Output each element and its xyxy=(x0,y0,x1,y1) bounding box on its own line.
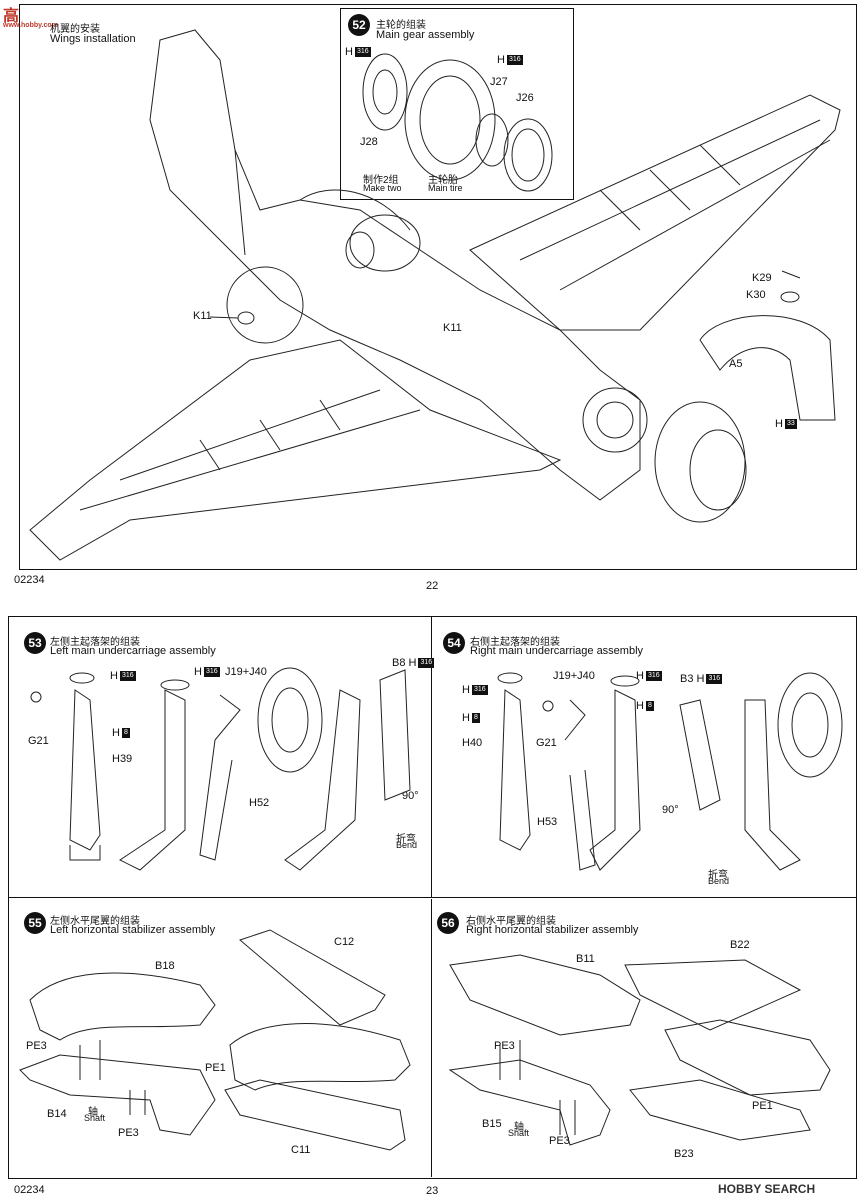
s56-shaft-en: Shaft xyxy=(508,1128,530,1138)
s55-pe3-a: PE3 xyxy=(26,1040,47,1052)
s56-b15: B15 xyxy=(482,1118,502,1130)
step55-illustration xyxy=(19,929,411,1151)
s55-b18: B18 xyxy=(155,960,175,972)
page23-code: 02234 xyxy=(14,1184,45,1196)
aircraft-fuselage-illustration xyxy=(149,29,641,501)
label-j26: J26 xyxy=(516,92,534,104)
s56-pe3-a: PE3 xyxy=(494,1040,515,1052)
left-wing-illustration xyxy=(29,339,562,561)
page22-number: 22 xyxy=(426,580,439,592)
s53-deg: 90° xyxy=(402,790,419,802)
step53-illustration xyxy=(30,667,411,871)
s54-j19-j40: J19+J40 xyxy=(553,670,595,682)
step-55-title-en: Left horizontal stabilizer assembly xyxy=(50,924,216,936)
step-53-badge: 53 xyxy=(24,632,46,654)
make-two-en: Make two xyxy=(363,183,402,193)
s54-bend-en: Bend xyxy=(708,876,730,886)
step56-illustration xyxy=(448,954,831,1146)
s54-bend-zh: 折弯 xyxy=(708,870,728,881)
step-56-badge: 56 xyxy=(437,912,459,934)
label-k11-a: K11 xyxy=(193,310,212,322)
s53-j19-j40: J19+J40 xyxy=(225,666,267,678)
label-j27: J27 xyxy=(490,76,508,88)
step-54-title-en: Right main undercarriage assembly xyxy=(470,645,644,657)
s55-c12: C12 xyxy=(334,936,355,948)
s55-c11: C11 xyxy=(291,1144,311,1156)
main-tire-zh: 主轮胎 xyxy=(428,175,458,186)
s55-b14: B14 xyxy=(47,1108,67,1120)
watermark-logo: 高 xyxy=(3,8,20,25)
wings-title-zh: 机翼的安装 xyxy=(50,24,100,35)
watermark-site: www.hobby.com xyxy=(3,22,58,29)
divider-horizontal xyxy=(8,897,856,898)
step-55-title-zh: 左侧水平尾翼的组装 xyxy=(50,916,140,927)
s55-pe3-b: PE3 xyxy=(118,1127,139,1139)
divider-vertical xyxy=(431,616,432,897)
cowl-part-illustration xyxy=(699,270,836,421)
s56-pe1: PE1 xyxy=(752,1100,773,1112)
s56-b22: B22 xyxy=(730,939,750,951)
s54-g21: G21 xyxy=(536,737,557,749)
step-54-title-zh: 右侧主起落架的组装 xyxy=(470,637,560,648)
s54-h53: H53 xyxy=(537,816,558,828)
step-52-title-en: Main gear assembly xyxy=(376,29,475,41)
step54-illustration xyxy=(497,672,843,871)
page23-number: 23 xyxy=(426,1185,439,1197)
s56-pe3-b: PE3 xyxy=(549,1135,570,1147)
right-wing-illustration xyxy=(469,94,841,331)
step-55-badge: 55 xyxy=(24,912,46,934)
s55-shaft-zh: 轴 xyxy=(88,1107,98,1118)
s56-b23: B23 xyxy=(674,1148,694,1160)
s54-h40: H40 xyxy=(462,737,483,749)
label-j28: J28 xyxy=(360,136,378,148)
label-k29: K29 xyxy=(752,272,772,284)
s53-bend-zh: 折弯 xyxy=(396,834,416,845)
page22-frame xyxy=(19,4,857,570)
step-53-title-en: Left main undercarriage assembly xyxy=(50,645,216,657)
step-53-title-zh: 左侧主起落架的组装 xyxy=(50,637,140,648)
s54-deg: 90° xyxy=(662,804,679,816)
s53-g21: G21 xyxy=(28,735,49,747)
step-56-title-zh: 右侧水平尾翼的组装 xyxy=(466,916,556,927)
step-56-title-en: Right horizontal stabilizer assembly xyxy=(466,924,639,936)
s55-pe1: PE1 xyxy=(205,1062,226,1074)
step-52-title-zh: 主轮的组装 xyxy=(376,20,426,31)
label-k11-b: K11 xyxy=(443,322,462,334)
main-gear-inset xyxy=(340,8,574,200)
watermark-hobbysearch: HOBBY SEARCH xyxy=(718,1182,816,1196)
make-two-zh: 制作2组 xyxy=(363,175,399,186)
wings-title-en: Wings installation xyxy=(50,33,136,45)
engine-cowling-illustration xyxy=(582,387,747,523)
page22-code: 02234 xyxy=(14,574,45,586)
s53-h39: H39 xyxy=(112,753,133,765)
divider-vertical-2 xyxy=(431,899,432,1177)
s53-h52: H52 xyxy=(249,797,270,809)
main-gear-inset-illustration xyxy=(362,53,553,192)
main-tire-en: Main tire xyxy=(428,183,463,193)
label-a5: A5 xyxy=(729,358,743,370)
s56-shaft-zh: 轴 xyxy=(514,1122,524,1133)
label-k30: K30 xyxy=(746,289,766,301)
k11-part-illustration xyxy=(209,266,304,344)
s53-bend-en: Bend xyxy=(396,840,418,850)
s56-b11: B11 xyxy=(576,953,595,965)
s55-shaft-en: Shaft xyxy=(84,1113,106,1123)
step-52-badge: 52 xyxy=(348,14,370,36)
step-54-badge: 54 xyxy=(443,632,465,654)
